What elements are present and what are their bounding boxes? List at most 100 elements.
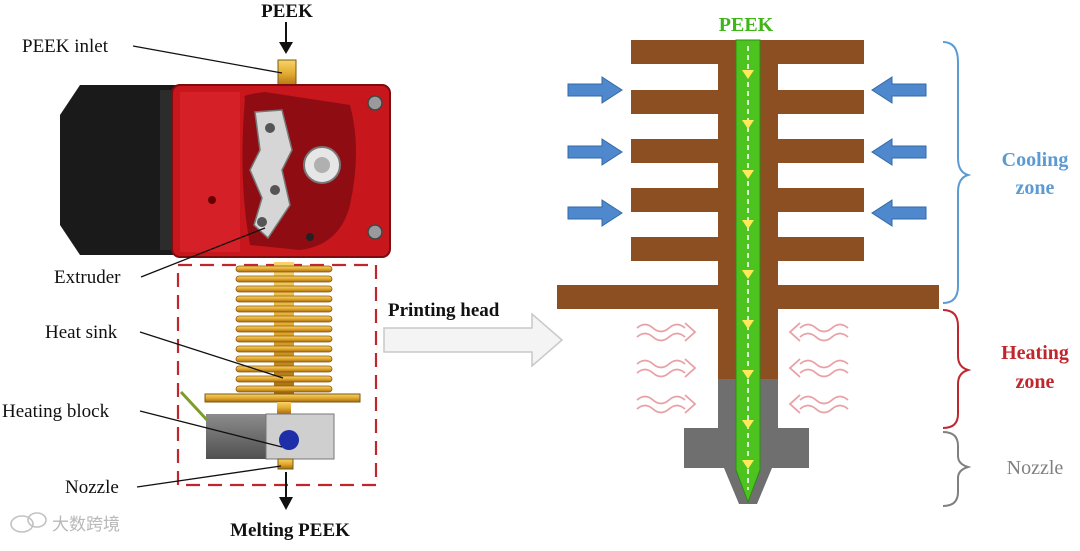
left-peek-label: PEEK [261, 1, 313, 22]
heat-sink-coil [235, 265, 333, 273]
heat-wave [636, 368, 686, 378]
heating-zone-label-2: zone [1016, 371, 1055, 393]
nozzle-zone-label: Nozzle [1007, 457, 1064, 479]
heat-sink-coil [235, 385, 333, 393]
heat-wave [636, 404, 686, 414]
melting-peek-label: Melting PEEK [230, 520, 350, 541]
label-peek-inlet: PEEK inlet [22, 36, 109, 57]
cooling-fin-right [776, 40, 864, 64]
heat-sink-coil [235, 355, 333, 363]
extruder-gear-hub [314, 157, 330, 173]
flow-arrowhead [742, 370, 754, 379]
leader-heating-block [139, 410, 283, 448]
heater-wire [179, 390, 209, 422]
cooling-air-arrow [871, 199, 927, 227]
cooling-air-arrow [567, 138, 623, 166]
heat-sink-plate [204, 393, 361, 403]
right-peek-label: PEEK [719, 14, 774, 36]
cooling-zone-label-1: Cooling [1002, 149, 1069, 171]
heat-sink-coil [235, 325, 333, 333]
cooling-fin-left [631, 139, 721, 163]
cooling-fin-left [631, 40, 721, 64]
heat-wave-head [684, 358, 697, 378]
heat-sink-coil [235, 345, 333, 353]
extruder-mechanism [249, 109, 293, 240]
heat-wave [636, 332, 686, 342]
heat-sink-coil [235, 335, 333, 343]
heat-sink-coil [235, 275, 333, 283]
thermistor-hole [279, 430, 299, 450]
flow-arrowhead [742, 120, 754, 129]
flow-arrowhead [742, 420, 754, 429]
heat-sink-coil [235, 375, 333, 383]
heat-wave [636, 359, 686, 369]
cooling-air-arrow [567, 76, 623, 104]
label-heat-sink: Heat sink [45, 322, 118, 343]
cooling-fin-left [631, 90, 721, 114]
heat-break [277, 402, 291, 414]
corner-screw-tr [367, 95, 383, 111]
heat-sink-coil [235, 315, 333, 323]
nozzle-zone-brace [942, 431, 972, 507]
cooling-fin-right [776, 188, 864, 212]
heat-wave-head [788, 322, 801, 342]
heat-wave [636, 323, 686, 333]
label-nozzle: Nozzle [65, 477, 119, 498]
body-hole-2 [306, 233, 314, 241]
right-panel: PEEK Cooling zone Heating zone Nozzle [557, 14, 1069, 507]
flow-arrowhead [742, 220, 754, 229]
corner-screw-br [367, 224, 383, 240]
watermark-text: 大数跨境 [52, 515, 120, 534]
cooling-fin-left [631, 237, 721, 261]
leader-extruder [140, 227, 266, 278]
cooling-arrows [567, 76, 927, 227]
watermark-logo-icon-2 [27, 512, 47, 528]
nozzle-tip [277, 458, 294, 470]
cooling-zone-brace [942, 41, 972, 304]
cooling-air-arrow [871, 76, 927, 104]
extruder-highlight [180, 92, 240, 252]
extruder-screw-3 [257, 217, 267, 227]
cooling-air-arrow [871, 138, 927, 166]
flow-arrowhead [742, 270, 754, 279]
watermark-logo-icon [10, 515, 34, 533]
heating-block-face [265, 413, 335, 460]
extruder-motor [60, 85, 180, 255]
heating-zone-label-1: Heating [1001, 342, 1069, 364]
heat-wave [799, 332, 849, 342]
printing-head-connector: Printing head [383, 300, 564, 368]
cooling-air-arrow [567, 199, 623, 227]
watermark: 大数跨境 [10, 512, 120, 534]
heat-wave [636, 395, 686, 405]
printing-head-label: Printing head [388, 300, 500, 321]
flow-arrowhead [742, 320, 754, 329]
label-heating-block: Heating block [2, 401, 110, 422]
heat-wave-head [788, 358, 801, 378]
peek-inlet-tube [277, 59, 297, 89]
heat-wave-head [684, 322, 697, 342]
heat-waves [636, 322, 849, 414]
heat-sink-coil [235, 285, 333, 293]
body-hole [208, 196, 216, 204]
heat-sink-coil [235, 295, 333, 303]
heating-zone-brace [942, 309, 972, 429]
heat-wave [799, 323, 849, 333]
leader-heat-sink [139, 331, 284, 379]
heat-sink-coil [235, 305, 333, 313]
cooling-zone-label-2: zone [1016, 177, 1055, 199]
extruder-screw-1 [265, 123, 275, 133]
heat-wave [799, 395, 849, 405]
flow-arrowhead [742, 70, 754, 79]
printing-head-arrow [383, 312, 564, 368]
heat-wave [799, 368, 849, 378]
heat-wave-head [788, 394, 801, 414]
flow-arrowhead [742, 460, 754, 469]
leader-nozzle [136, 465, 282, 488]
cooling-fin-right [776, 90, 864, 114]
heat-wave [799, 359, 849, 369]
cooling-fin-right [776, 237, 864, 261]
extruder-screw-2 [270, 185, 280, 195]
filament-flow-arrows [742, 70, 754, 469]
heat-wave [799, 404, 849, 414]
